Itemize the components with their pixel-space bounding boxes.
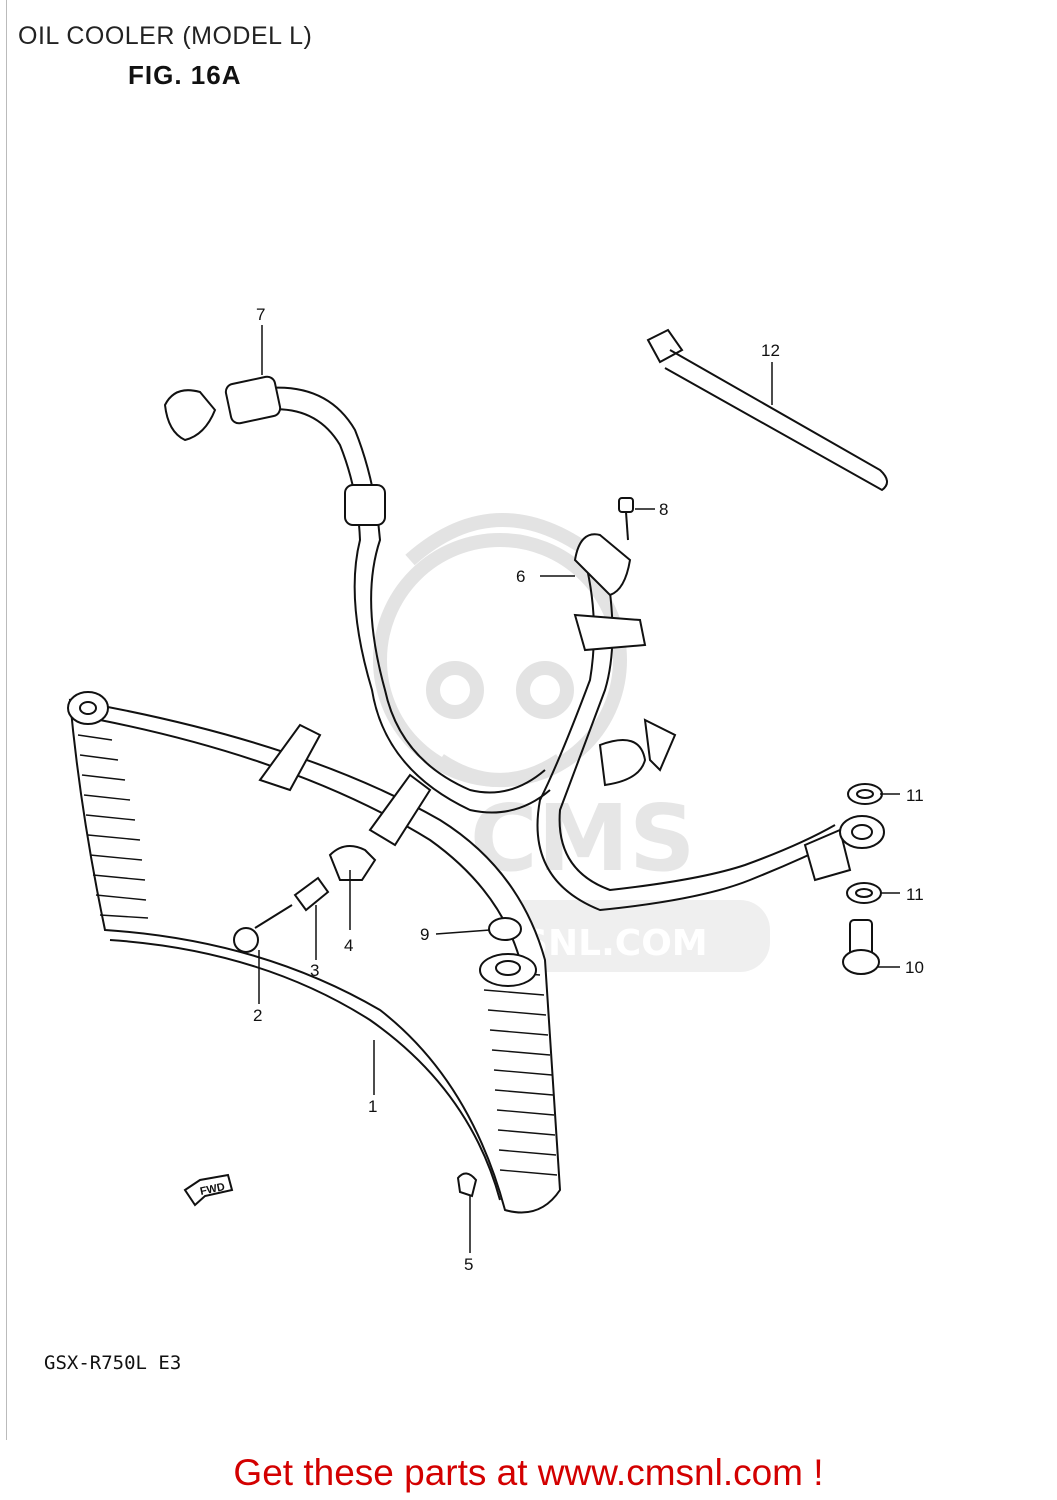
figure-number: FIG. 16A (128, 60, 242, 90)
part-7-hose (163, 375, 551, 814)
part-1-oil-cooler (67, 691, 562, 1214)
diagram-title: OIL COOLER (MODEL L) (18, 22, 313, 50)
part-6-pipe (536, 533, 885, 912)
small-parts (183, 497, 883, 1207)
page-border-line (6, 0, 7, 1440)
callout-6: 6 (516, 567, 525, 586)
callout-4: 4 (344, 936, 353, 955)
callout-12: 12 (761, 341, 780, 360)
callout-7: 7 (256, 305, 265, 324)
callout-9: 9 (420, 925, 429, 944)
callout-8: 8 (659, 500, 668, 519)
callout-5: 5 (464, 1255, 473, 1274)
callout-2: 2 (253, 1006, 262, 1025)
callout-10: 10 (905, 958, 924, 977)
model-code: GSX-R750L E3 (44, 1352, 182, 1374)
callout-3: 3 (310, 961, 319, 980)
callout-1: 1 (368, 1097, 377, 1116)
callout-11-lower: 11 (906, 885, 924, 904)
leader-lines (258, 325, 900, 1253)
fwd-arrow-label: FWD (199, 1181, 226, 1198)
callout-11-upper: 11 (906, 786, 924, 805)
shop-link[interactable]: Get these parts at www.cmsnl.com ! (233, 1452, 824, 1493)
part-12-tie-strap (646, 328, 888, 492)
